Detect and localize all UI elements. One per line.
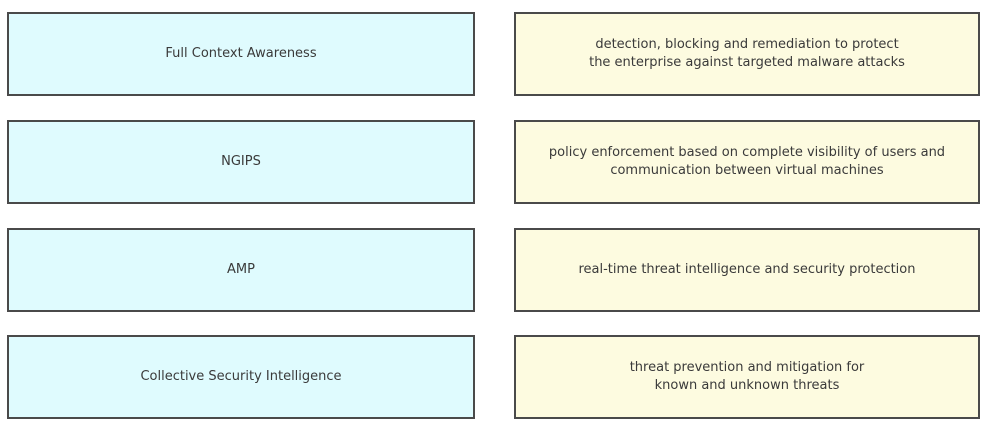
- description-label: real-time threat intelligence and securi…: [578, 262, 916, 277]
- term-collective-security-intelligence[interactable]: Collective Security Intelligence: [7, 335, 475, 419]
- term-amp[interactable]: AMP: [7, 228, 475, 312]
- term-label: NGIPS: [221, 154, 261, 169]
- description-threat-prevention-mitigation[interactable]: threat prevention and mitigation for kno…: [514, 335, 980, 419]
- term-label: Full Context Awareness: [165, 46, 317, 61]
- description-label: policy enforcement based on complete vis…: [548, 145, 946, 178]
- term-full-context-awareness[interactable]: Full Context Awareness: [7, 12, 475, 96]
- term-label: AMP: [227, 262, 255, 277]
- term-ngips[interactable]: NGIPS: [7, 120, 475, 204]
- description-real-time-threat-intelligence[interactable]: real-time threat intelligence and securi…: [514, 228, 980, 312]
- description-detection-blocking-remediation[interactable]: detection, blocking and remediation to p…: [514, 12, 980, 96]
- description-label: detection, blocking and remediation to p…: [589, 37, 905, 70]
- description-policy-enforcement[interactable]: policy enforcement based on complete vis…: [514, 120, 980, 204]
- description-label: threat prevention and mitigation for kno…: [629, 360, 865, 393]
- term-label: Collective Security Intelligence: [140, 369, 342, 384]
